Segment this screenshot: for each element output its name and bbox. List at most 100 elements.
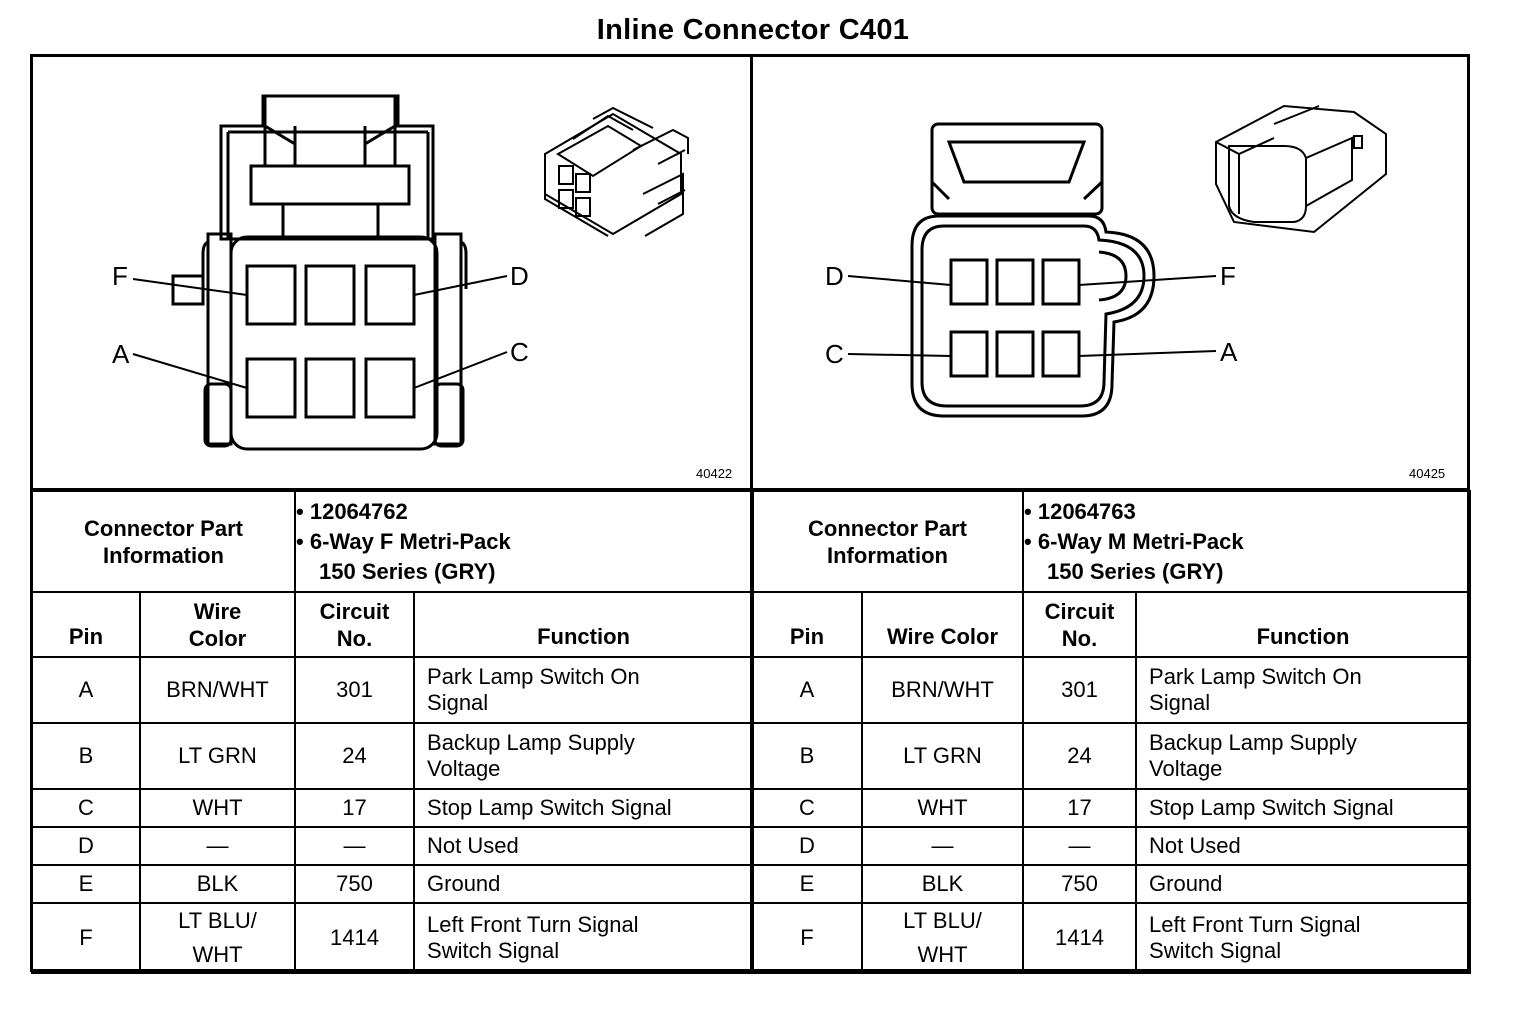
leader-line-a <box>132 353 248 389</box>
circuit-cell: 24 <box>294 722 416 790</box>
circuit-cell: 1414 <box>1022 902 1138 974</box>
leader-line-d <box>413 275 508 296</box>
pin-label-c: C <box>825 339 844 369</box>
leader-line-c <box>847 353 952 357</box>
page-title: Inline Connector C401 <box>596 14 910 46</box>
diagram-table-divider <box>30 488 1470 491</box>
leader-line-c <box>413 351 508 389</box>
pin-cell: D <box>751 826 863 866</box>
pin-label-f: F <box>1220 261 1236 291</box>
pin-label-a: A <box>112 339 130 369</box>
function-cell: Stop Lamp Switch Signal <box>413 788 755 828</box>
connector-part-info-row: Connector Part Information • 12064763 • … <box>750 490 1472 593</box>
pin-cell: F <box>31 902 141 974</box>
female-connector-diagram: F D A C 40422 <box>33 54 751 491</box>
wire-color-cell: BLK <box>860 864 1025 904</box>
connector-part-info-row: Connector Part Information • 12064762 • … <box>30 490 755 593</box>
leader-line-a <box>1078 350 1217 357</box>
function-cell: Stop Lamp Switch Signal <box>1135 788 1472 828</box>
connector-part-info-value: • 12064763 • 6-Way M Metri-Pack 150 Seri… <box>1022 490 1472 593</box>
female-connector-face-drawing <box>132 94 689 451</box>
leader-line-d <box>847 275 952 286</box>
circuit-cell: — <box>294 826 416 866</box>
wire-color-cell: BLK <box>138 864 297 904</box>
circuit-cell: 1414 <box>294 902 416 974</box>
header-pin: Pin <box>31 591 141 658</box>
circuit-cell: — <box>1022 826 1138 866</box>
circuit-cell: 17 <box>294 788 416 828</box>
pin-cell: B <box>31 722 141 790</box>
header-function: Function <box>413 591 755 658</box>
table-row: D——Not Used <box>31 826 755 866</box>
pin-cell: E <box>751 864 863 904</box>
circuit-cell: 301 <box>1022 656 1138 724</box>
wire-color-cell: WHT <box>860 788 1025 828</box>
wire-color-cell: LT GRN <box>860 722 1025 790</box>
pin-label-d: D <box>510 261 529 291</box>
wire-color-cell: LT BLU/WHT <box>860 902 1025 974</box>
header-function: Function <box>1135 591 1472 658</box>
pin-cell: A <box>31 656 141 724</box>
pin-label-a: A <box>1220 337 1238 367</box>
wire-color-cell: LT BLU/WHT <box>138 902 297 974</box>
function-cell: Ground <box>1135 864 1472 904</box>
connector-part-info-label: Connector Part Information <box>750 490 1025 593</box>
circuit-cell: 17 <box>1022 788 1138 828</box>
circuit-cell: 750 <box>1022 864 1138 904</box>
function-cell: Not Used <box>1135 826 1472 866</box>
part-number: 12064762 <box>309 498 408 524</box>
connector-description: 6-Way M Metri-Pack <box>1037 528 1244 554</box>
pin-label-f: F <box>112 261 128 291</box>
pin-cell: E <box>31 864 141 904</box>
pin-cell: A <box>751 656 863 724</box>
leader-line-f <box>1078 275 1217 286</box>
pin-cell: F <box>751 902 863 974</box>
female-connector-isometric-icon <box>544 106 689 237</box>
part-number: 12064763 <box>1037 498 1136 524</box>
wire-color-cell: — <box>138 826 297 866</box>
pin-cell: B <box>751 722 863 790</box>
wire-color-cell: — <box>860 826 1025 866</box>
leader-line-f <box>132 278 248 296</box>
figure-number: 40425 <box>1409 466 1446 481</box>
function-cell: Not Used <box>413 826 755 866</box>
circuit-cell: 301 <box>294 656 416 724</box>
connector-series: 150 Series (GRY) <box>1047 558 1224 584</box>
connector-part-info-label: Connector Part Information <box>30 490 297 593</box>
female-connector-pin-table: Connector Part Information • 12064762 • … <box>30 490 755 974</box>
circuit-cell: 24 <box>1022 722 1138 790</box>
connector-series: 150 Series (GRY) <box>319 558 496 584</box>
male-connector-face-drawing <box>847 104 1387 418</box>
figure-number: 40422 <box>696 466 733 481</box>
function-cell: Ground <box>413 864 755 904</box>
pin-cell: D <box>31 826 141 866</box>
male-connector-pin-table: Connector Part Information • 12064763 • … <box>750 490 1472 974</box>
wire-color-cell: WHT <box>138 788 297 828</box>
male-connector-isometric-icon <box>1215 104 1387 234</box>
wire-color-cell: BRN/WHT <box>860 656 1025 724</box>
table-row: D——Not Used <box>751 826 1472 866</box>
header-wire-color: Wire Color <box>860 591 1025 658</box>
wire-color-cell: LT GRN <box>138 722 297 790</box>
pin-cell: C <box>31 788 141 828</box>
header-pin: Pin <box>751 591 863 658</box>
pin-cell: C <box>751 788 863 828</box>
